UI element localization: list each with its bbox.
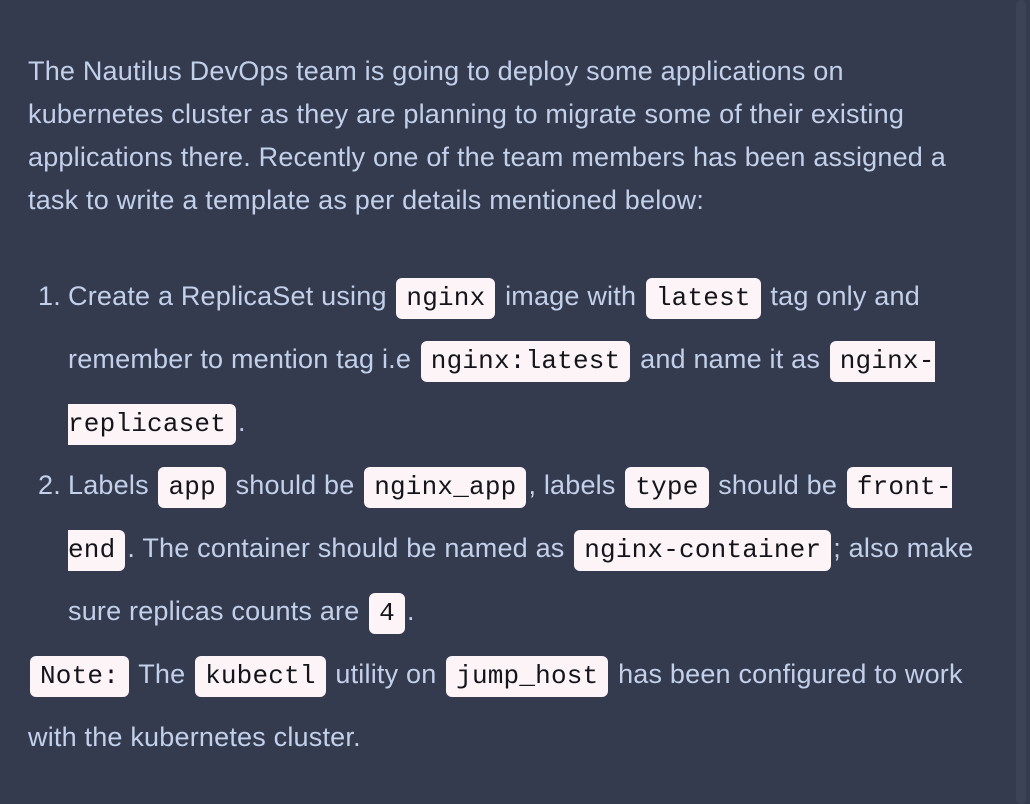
inline-code: latest (645, 278, 761, 319)
inline-code: kubectl (195, 656, 326, 697)
text-run: and name it as (632, 344, 828, 374)
text-run: should be (710, 470, 845, 500)
list-item-content: Labels app should be nginx_app, labels t… (68, 454, 980, 643)
text-run: . (238, 407, 246, 437)
inline-code: nginx-container (574, 530, 832, 571)
task-note: Note: The kubectl utility on jump_host h… (28, 643, 983, 769)
inline-code: jump_host (446, 656, 609, 697)
scrollbar-track[interactable] (1012, 0, 1030, 804)
task-steps-list: 1. Create a ReplicaSet using nginx image… (28, 265, 984, 643)
task-intro-paragraph: The Nautilus DevOps team is going to dep… (28, 56, 946, 215)
text-run: has been configured to work with the kub… (28, 659, 963, 752)
inline-code: Note: (30, 656, 130, 697)
text-run: tag only and remember to mention tag i.e (68, 281, 920, 374)
text-run: , labels (528, 470, 624, 500)
text-run: should be (227, 470, 363, 500)
inline-code: type (625, 467, 709, 508)
inline-code: nginx (396, 278, 496, 319)
list-item-number: 2. (38, 470, 61, 500)
inline-code: nginx_app (364, 467, 527, 508)
list-item-content: Create a ReplicaSet using nginx image wi… (68, 265, 980, 454)
text-run: . The container should be named as (127, 533, 573, 563)
text-run: image with (497, 281, 644, 311)
text-run: Labels (68, 470, 157, 500)
list-item: 1. Create a ReplicaSet using nginx image… (28, 265, 984, 454)
inline-code: nginx:latest (420, 341, 631, 382)
text-run: ; also make sure replicas counts are (68, 533, 974, 626)
text-run: utility on (327, 659, 445, 689)
inline-code: 4 (369, 593, 405, 634)
text-run: . (406, 596, 415, 626)
text-run: Create a ReplicaSet using (68, 281, 395, 311)
text-run: The (131, 659, 194, 689)
list-item: 2. Labels app should be nginx_app, label… (28, 454, 984, 643)
list-item-number: 1. (38, 281, 61, 311)
inline-code: app (158, 467, 226, 508)
task-description-panel: The Nautilus DevOps team is going to dep… (28, 56, 984, 769)
scrollbar-thumb[interactable] (1016, 0, 1026, 804)
